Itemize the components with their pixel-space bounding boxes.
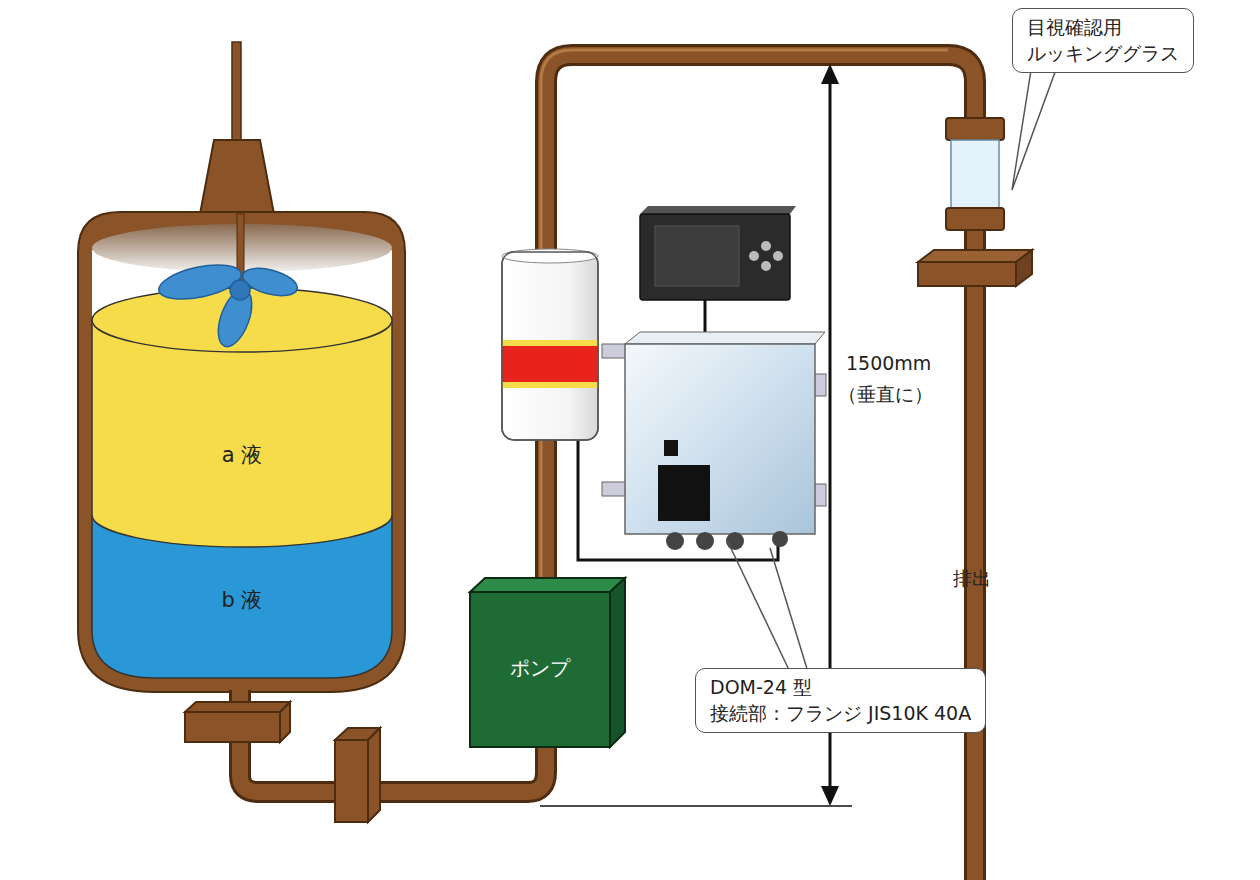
node-text: b 液 [221,586,262,614]
node-text: DOM-24 型 [710,675,971,701]
leader-line [727,64,1058,672]
callout-box: 目視確認用ルッキンググラス [1012,8,1194,73]
tank-shell [78,212,405,692]
outlet-label: 排出 [953,566,991,592]
pipe [240,50,975,880]
looking-glass [918,118,1032,286]
node-text: 目視確認用 [1027,15,1179,41]
display-unit [640,206,796,300]
pump-body [470,578,625,747]
pump-box: ポンプ [502,651,578,686]
callout-box: DOM-24 型接続部：フランジ JIS10K 40A [695,668,986,733]
motor-cap [200,140,274,214]
liquid-band: b 液 [213,582,270,618]
flange [185,702,380,822]
transmitter-box [602,332,826,550]
dimension-value: 1500mm [846,352,931,374]
node-text: a 液 [222,441,263,469]
liquid-band: a 液 [214,437,271,473]
node-text: 接続部：フランジ JIS10K 40A [710,701,971,727]
sensor [502,249,598,440]
dimension-note: （垂直に） [838,382,933,408]
node-text: ポンプ [510,655,570,682]
liquid-a [92,320,392,547]
tank-inner [92,250,392,678]
node-text: ルッキンググラス [1027,41,1179,67]
shaft [232,42,241,142]
propeller [156,259,300,351]
